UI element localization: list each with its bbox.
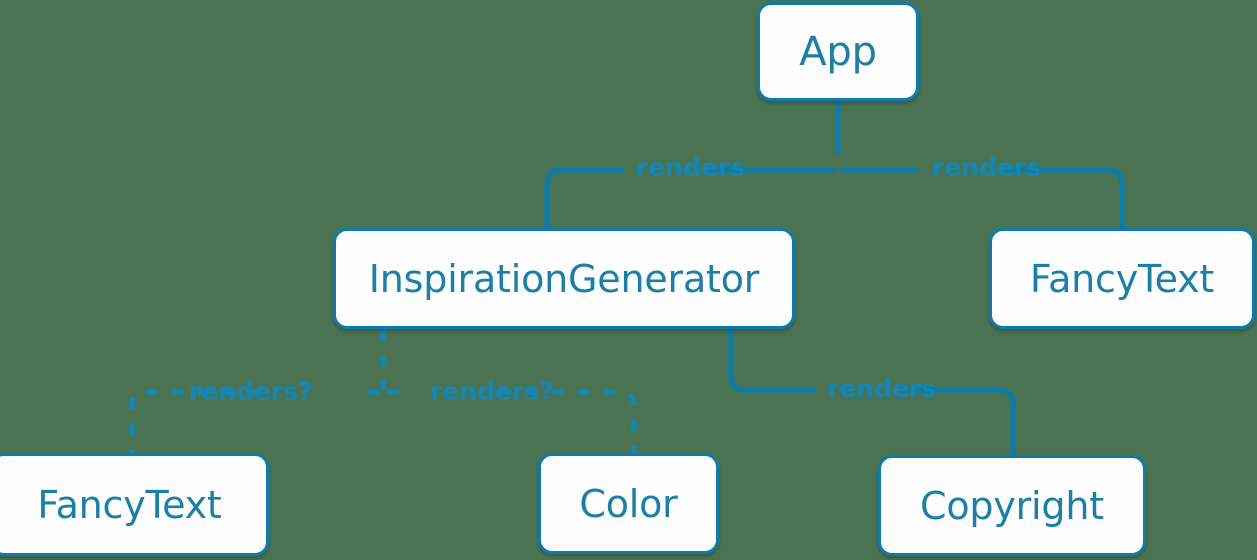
edge-label-inspiration-to-copyright: renders (827, 374, 937, 403)
node-copyright-label: Copyright (920, 483, 1104, 528)
node-fancytext-left[interactable]: FancyText (0, 453, 269, 556)
edge-label-inspiration-to-color: renders? (430, 377, 554, 406)
node-fancytext-right-label: FancyText (1029, 256, 1215, 301)
node-color-label: Color (579, 481, 678, 526)
edge-label-app-to-inspiration: renders (636, 153, 746, 182)
edge-label-inspiration-to-fancytext-left: renders? (189, 377, 313, 406)
node-inspiration-generator[interactable]: InspirationGenerator (333, 228, 795, 329)
node-copyright[interactable]: Copyright (878, 455, 1146, 556)
node-fancytext-right[interactable]: FancyText (989, 228, 1255, 329)
node-fancytext-left-label: FancyText (37, 482, 222, 527)
node-app-label: App (799, 28, 877, 75)
edge-label-app-to-fancytext-right: renders (932, 153, 1042, 182)
node-inspiration-generator-label: InspirationGenerator (368, 256, 760, 301)
node-app[interactable]: App (757, 2, 919, 101)
node-color[interactable]: Color (538, 453, 719, 554)
